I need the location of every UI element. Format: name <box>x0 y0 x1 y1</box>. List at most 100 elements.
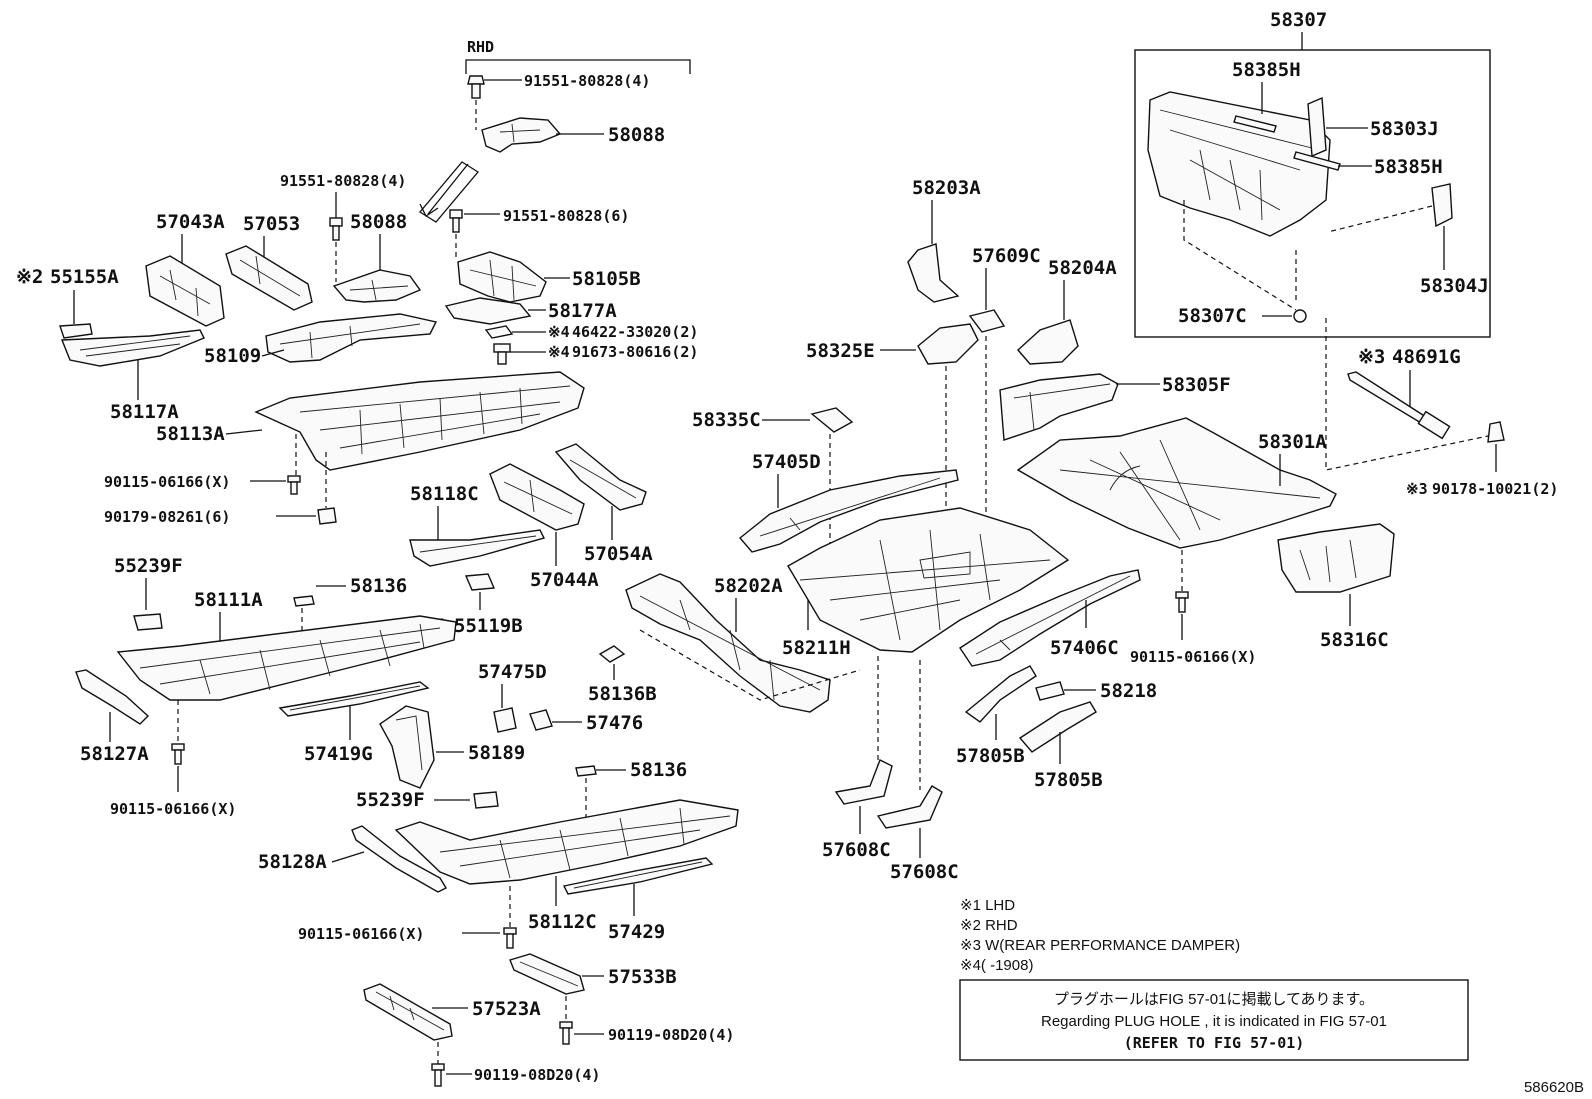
label-58113A: 58113A <box>156 423 225 445</box>
part-58202A <box>625 573 831 713</box>
part-55239F-b <box>473 791 499 809</box>
label-57044A: 57044A <box>530 569 599 591</box>
label-58109: 58109 <box>204 345 261 367</box>
label-90119-08D20-4b: 90119-08D20(4) <box>474 1066 600 1084</box>
legend-lhd: ※1 LHD <box>960 897 1015 914</box>
part-55119B <box>464 573 496 591</box>
label-58316C: 58316C <box>1320 629 1389 651</box>
label-57608C-a: 57608C <box>822 839 891 861</box>
mark-4-91673: ※4 <box>548 343 570 361</box>
damper-group: ※3 48691G ※3 90178-10021(2) <box>1325 318 1558 498</box>
label-58111A: 58111A <box>194 589 263 611</box>
part-57475D <box>493 707 517 733</box>
bolt-91551-4b <box>329 217 343 241</box>
part-58307-panel <box>1147 91 1331 237</box>
label-90179-08261-6: 90179-08261(6) <box>104 508 230 526</box>
part-57609C <box>968 309 1006 333</box>
label-46422-33020-2: 46422-33020(2) <box>572 323 698 341</box>
part-57805B-a <box>964 665 1037 723</box>
bolt-90115-x3 <box>171 743 185 765</box>
label-91551-80828-4a: 91551-80828(4) <box>524 72 650 90</box>
part-58325E <box>917 323 979 365</box>
mark-3-48691G: ※3 <box>1358 346 1385 368</box>
mark-4-46422: ※4 <box>548 323 570 341</box>
label-58211H: 58211H <box>782 637 851 659</box>
label-58385H-a: 58385H <box>1232 59 1301 81</box>
label-58136-a: 58136 <box>350 575 407 597</box>
front-floor-group: 55239F 58111A 58136 90115-06166(X) 58127… <box>75 555 457 818</box>
part-58307C <box>1293 309 1307 323</box>
label-57805B-a: 57805B <box>956 745 1025 767</box>
crossmember-group: 58218 57805B 57805B <box>956 665 1157 791</box>
label-58305F: 58305F <box>1162 374 1231 396</box>
part-58385H-a <box>1233 115 1277 133</box>
bolt-90115-x2 <box>1175 591 1189 613</box>
part-58113A <box>254 371 585 471</box>
part-58211H <box>787 507 1070 653</box>
part-58316C <box>1277 523 1395 593</box>
direction-arrow <box>419 163 469 217</box>
label-58189: 58189 <box>468 742 525 764</box>
label-57608C-b: 57608C <box>890 861 959 883</box>
part-57405D <box>738 469 959 553</box>
part-57429 <box>562 857 714 895</box>
label-57043A: 57043A <box>156 211 225 233</box>
label-58325E: 58325E <box>806 340 875 362</box>
label-90115-06166-x2: 90115-06166(X) <box>1130 648 1256 666</box>
part-55239F-a <box>133 613 163 631</box>
label-58301A: 58301A <box>1258 431 1327 453</box>
label-58136B: 58136B <box>588 683 657 705</box>
label-91551-80828-4b: 91551-80828(4) <box>280 172 406 190</box>
label-58112C: 58112C <box>528 911 597 933</box>
label-57405D: 57405D <box>752 451 821 473</box>
part-57608C-b <box>876 785 943 829</box>
label-55239F-b: 55239F <box>356 789 425 811</box>
notice-box <box>959 979 1469 1061</box>
part-58127A <box>75 669 150 725</box>
part-58088-a <box>481 117 562 153</box>
label-58088-b: 58088 <box>350 211 407 233</box>
label-91551-80828-6: 91551-80828(6) <box>503 207 629 225</box>
notice-japanese: プラグホールはFIG 57-01に掲載してあります。 <box>1054 991 1374 1008</box>
rhd-header-label: RHD <box>467 38 494 56</box>
label-90178-10021-2: 90178-10021(2) <box>1432 480 1558 498</box>
part-58303J <box>1307 96 1327 158</box>
legend-damper: ※3 W(REAR PERFORMANCE DAMPER) <box>960 937 1240 954</box>
part-46422 <box>484 325 514 339</box>
clip-90179 <box>317 507 337 525</box>
part-55155A <box>59 323 93 339</box>
label-58088-a: 58088 <box>608 124 665 146</box>
part-58111A <box>116 615 457 701</box>
label-58202A: 58202A <box>714 575 783 597</box>
bracket-57608C-group: 57608C 57608C <box>822 759 959 883</box>
part-58109 <box>265 313 438 363</box>
label-58203A: 58203A <box>912 177 981 199</box>
label-90115-06166-x4: 90115-06166(X) <box>298 925 424 943</box>
part-57054A <box>554 443 647 511</box>
label-57609C: 57609C <box>972 245 1041 267</box>
part-58118C <box>409 529 546 567</box>
label-58177A: 58177A <box>548 300 617 322</box>
center-floor-group: 58335C 57405D 58211H 57406C <box>692 407 1141 790</box>
part-58305F <box>999 373 1119 441</box>
bolt-90115-x1 <box>287 475 301 495</box>
part-58189 <box>379 705 435 789</box>
label-55239F-a: 55239F <box>114 555 183 577</box>
part-57406C <box>959 569 1141 667</box>
label-57054A: 57054A <box>584 543 653 565</box>
part-58385H-b <box>1293 151 1341 171</box>
label-48691G: 48691G <box>1392 346 1461 368</box>
label-58335C: 58335C <box>692 409 761 431</box>
bolt-91551-6 <box>449 209 463 233</box>
part-58136B <box>598 645 626 663</box>
notice-refer: (REFER TO FIG 57-01) <box>1124 1034 1305 1052</box>
legend-rhd: ※2 RHD <box>960 917 1018 934</box>
part-58203A <box>907 243 960 303</box>
label-57523A: 57523A <box>472 998 541 1020</box>
label-57805B-b: 57805B <box>1034 769 1103 791</box>
part-57533B <box>509 953 585 995</box>
nut-90178 <box>1487 421 1505 443</box>
label-57053: 57053 <box>243 213 300 235</box>
part-58112C <box>394 799 739 885</box>
label-58136-b: 58136 <box>630 759 687 781</box>
